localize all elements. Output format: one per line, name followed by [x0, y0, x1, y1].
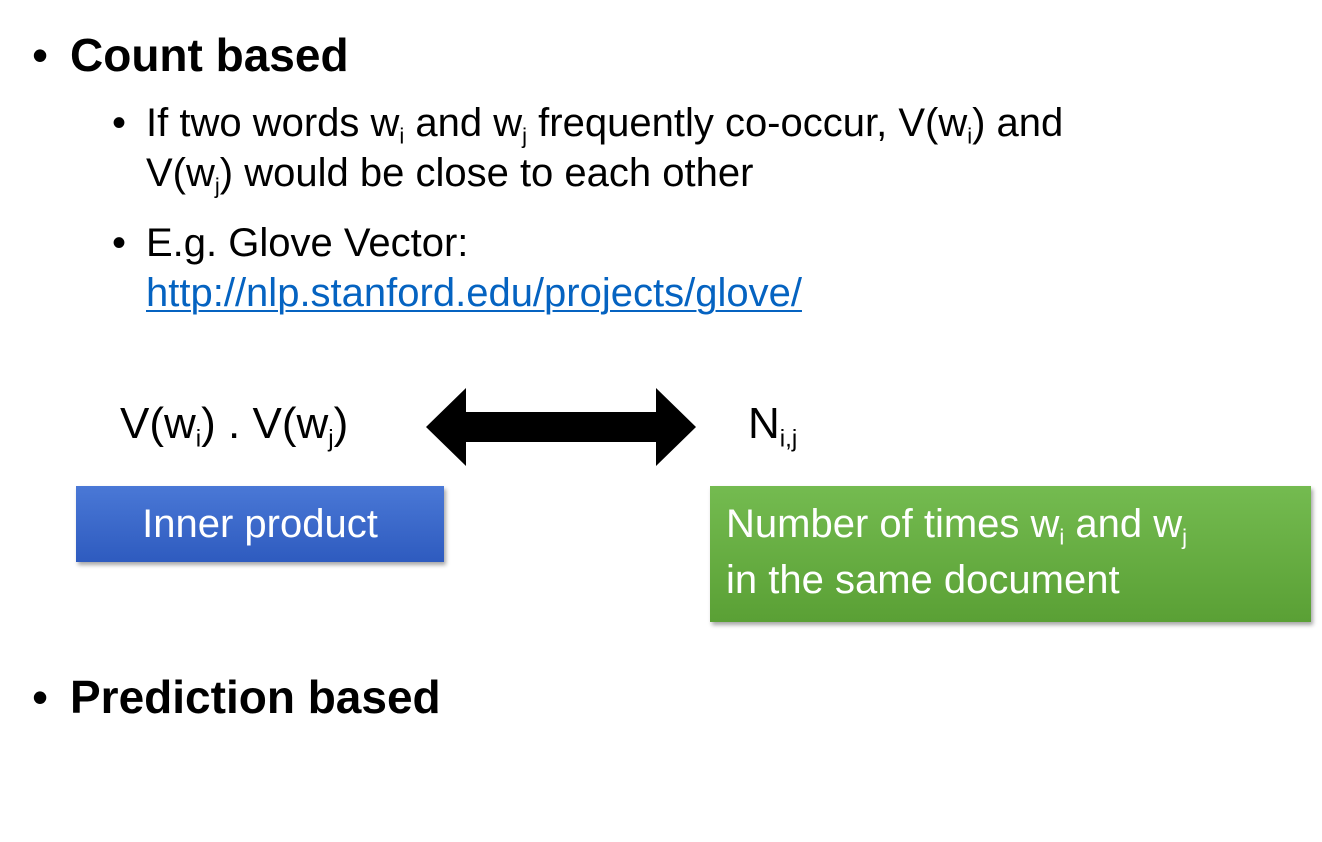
text-fragment: and w — [1064, 502, 1183, 546]
text-fragment: V(w — [120, 399, 196, 448]
text-fragment: Number of times w — [726, 502, 1060, 546]
text-fragment: N — [748, 399, 780, 448]
subscript: j — [1182, 524, 1188, 550]
sub-bullet-line-2: V(wj) would be close to each other — [146, 148, 1063, 198]
formula-count: Ni,j — [748, 399, 797, 452]
heading-count-based: Count based — [70, 29, 349, 81]
text-fragment: ) . V(w — [201, 399, 329, 448]
sub-bullet-co-occur: • If two words wi and wj frequently co-o… — [112, 98, 1063, 198]
bullet-count-based: • Count based — [32, 32, 349, 78]
inner-product-label: Inner product — [142, 502, 378, 546]
bullet-dot: • — [32, 29, 49, 81]
subscript: j — [328, 425, 334, 453]
bullet-prediction-based: • Prediction based — [32, 674, 441, 720]
subscript: j — [214, 173, 220, 199]
formula-inner-product: V(wi) . V(wj) — [120, 399, 349, 452]
text-fragment: ) would be close to each other — [219, 151, 754, 195]
text-fragment: ) — [333, 399, 349, 448]
text-fragment: ) and — [972, 101, 1064, 145]
subscript: i,j — [779, 425, 798, 453]
subscript: i — [399, 123, 405, 149]
heading-prediction-based: Prediction based — [70, 671, 441, 723]
subscript: i — [1059, 524, 1065, 550]
sub-bullet-glove: • E.g. Glove Vector: http://nlp.stanford… — [112, 218, 802, 318]
count-description-line-2: in the same document — [726, 558, 1120, 602]
sub-bullet-dot: • — [112, 221, 127, 265]
glove-label: E.g. Glove Vector: — [146, 221, 469, 265]
subscript: i — [195, 425, 202, 453]
subscript: i — [967, 123, 973, 149]
bullet-dot: • — [32, 671, 49, 723]
sub-bullet-line-1: If two words wi and wj frequently co-occ… — [146, 98, 1063, 148]
double-arrow-shape — [426, 388, 696, 466]
text-fragment: frequently co-occur, V(w — [527, 101, 968, 145]
double-arrow-icon — [426, 388, 696, 466]
text-fragment: If two words w — [146, 101, 400, 145]
glove-link[interactable]: http://nlp.stanford.edu/projects/glove/ — [146, 271, 802, 315]
count-description-box: Number of times wi and wj in the same do… — [710, 486, 1311, 622]
subscript: j — [522, 123, 528, 149]
text-fragment: V(w — [146, 151, 215, 195]
sub-bullet-dot: • — [112, 101, 127, 145]
text-fragment: and w — [404, 101, 523, 145]
inner-product-box: Inner product — [76, 486, 444, 562]
count-description-line-1: Number of times wi and wj — [726, 496, 1311, 552]
